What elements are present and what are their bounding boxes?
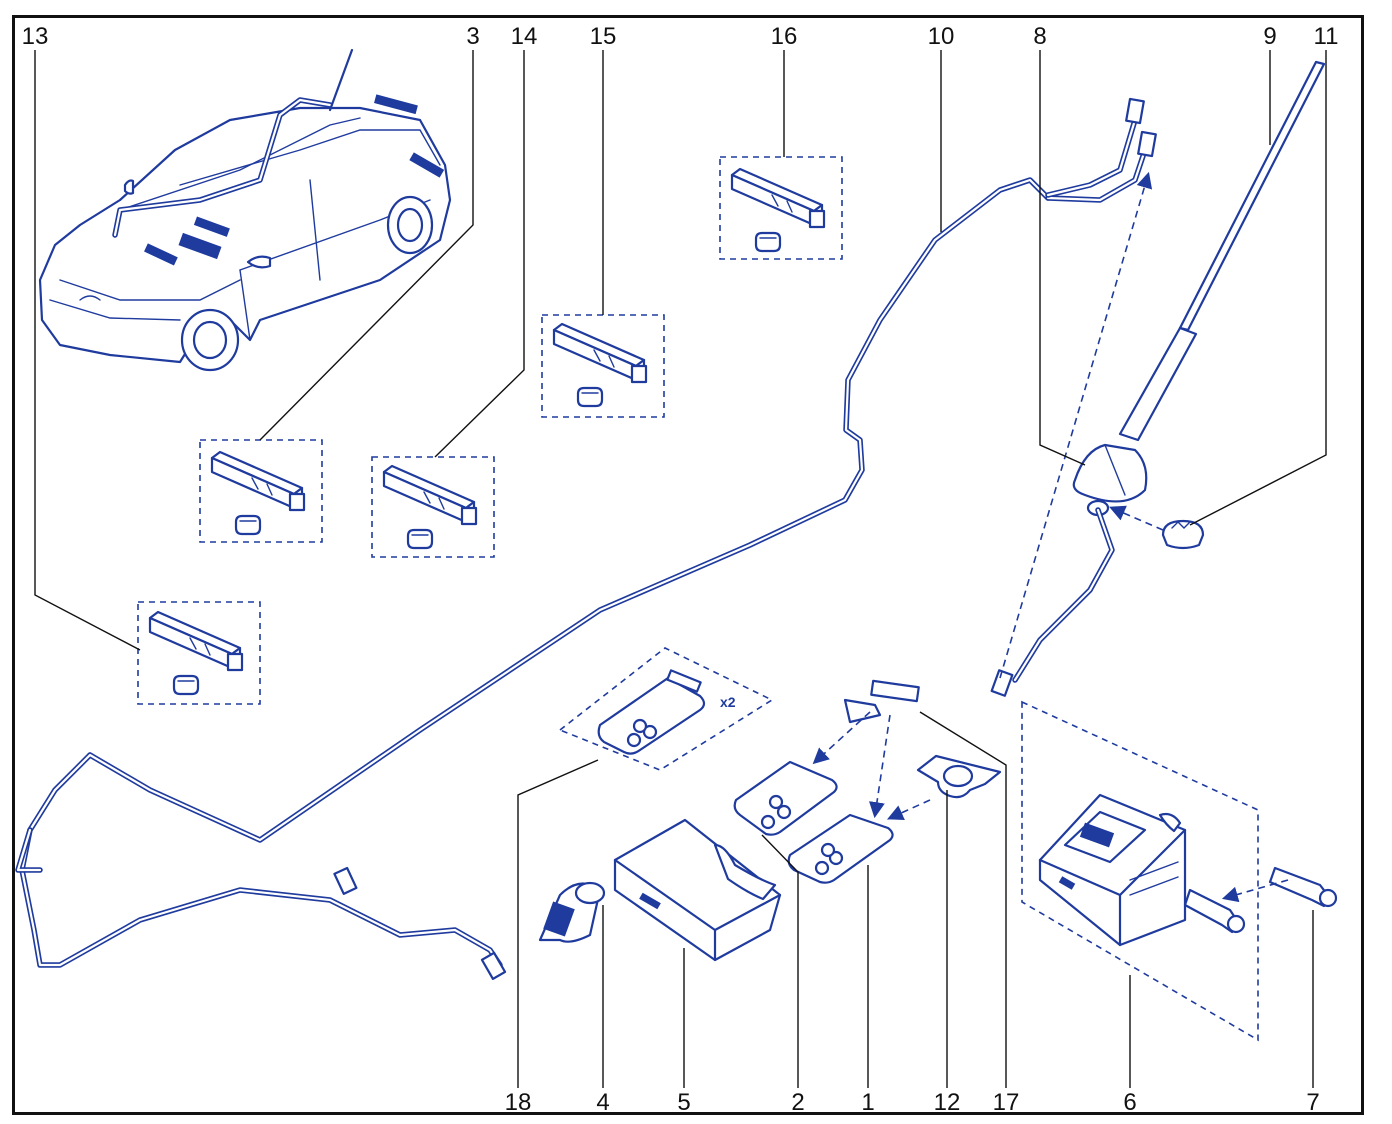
callout-18: 18 [505, 1089, 532, 1116]
card-quantity-label: x2 [720, 694, 736, 710]
roof-antenna-assembly [990, 60, 1326, 697]
callout-6: 6 [1123, 1089, 1136, 1116]
antenna-cable [15, 97, 1157, 980]
antenna-module-3 [199, 439, 323, 543]
callout-5: 5 [677, 1089, 690, 1116]
card-reader-connector [538, 881, 606, 943]
callout-10: 10 [928, 23, 955, 50]
bolt-set [1183, 866, 1338, 934]
antenna-module-13 [137, 601, 261, 705]
callout-2: 2 [791, 1089, 804, 1116]
vehicle-illustration [38, 48, 452, 372]
callout-13: 13 [22, 23, 49, 50]
antenna-module-14 [371, 456, 495, 558]
callout-12: 12 [934, 1089, 961, 1116]
callout-9: 9 [1263, 23, 1276, 50]
callout-15: 15 [590, 23, 617, 50]
reader-unit-box [1021, 700, 1259, 1042]
key-card-set: x2 [558, 647, 774, 771]
callout-16: 16 [771, 23, 798, 50]
key-cards-and-accessories [733, 679, 1002, 884]
callout-4: 4 [596, 1089, 609, 1116]
callout-11: 11 [1314, 23, 1339, 50]
leader-lines [34, 50, 1327, 1088]
control-unit-module [613, 818, 782, 962]
callout-17: 17 [993, 1089, 1020, 1116]
callout-1: 1 [861, 1089, 874, 1116]
antenna-module-15 [541, 314, 665, 418]
antenna-module-16 [719, 156, 843, 260]
callout-numbers: 13 3 14 15 16 10 8 9 11 18 4 5 2 1 12 17… [22, 23, 1339, 1116]
diagram-frame [12, 15, 1364, 1115]
callout-7: 7 [1306, 1089, 1319, 1116]
callout-14: 14 [511, 23, 538, 50]
callout-3: 3 [466, 23, 479, 50]
callout-8: 8 [1033, 23, 1046, 50]
